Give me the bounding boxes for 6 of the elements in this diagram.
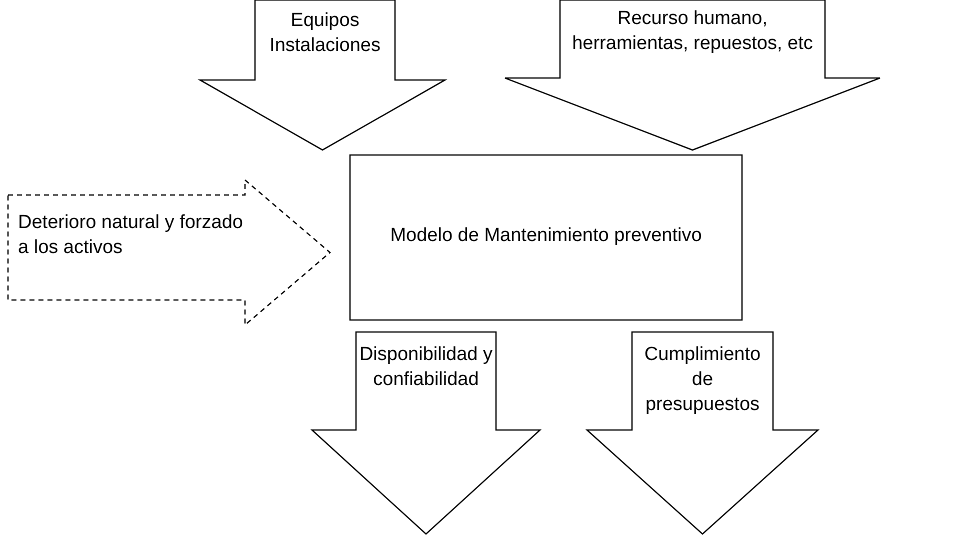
arrow-label: Equipos Instalaciones xyxy=(268,9,382,58)
box-label: Modelo de Mantenimiento preventivo xyxy=(389,224,703,248)
arrow-label: Cumplimiento de presupuestos xyxy=(643,343,762,417)
arrow-label: Recurso humano, herramientas, repuestos, etc xyxy=(571,7,814,56)
arrow-label: Disponibilidad y confiabilidad xyxy=(359,343,493,392)
arrow-label: Deterioro natural y forzado a los activos xyxy=(18,211,244,260)
